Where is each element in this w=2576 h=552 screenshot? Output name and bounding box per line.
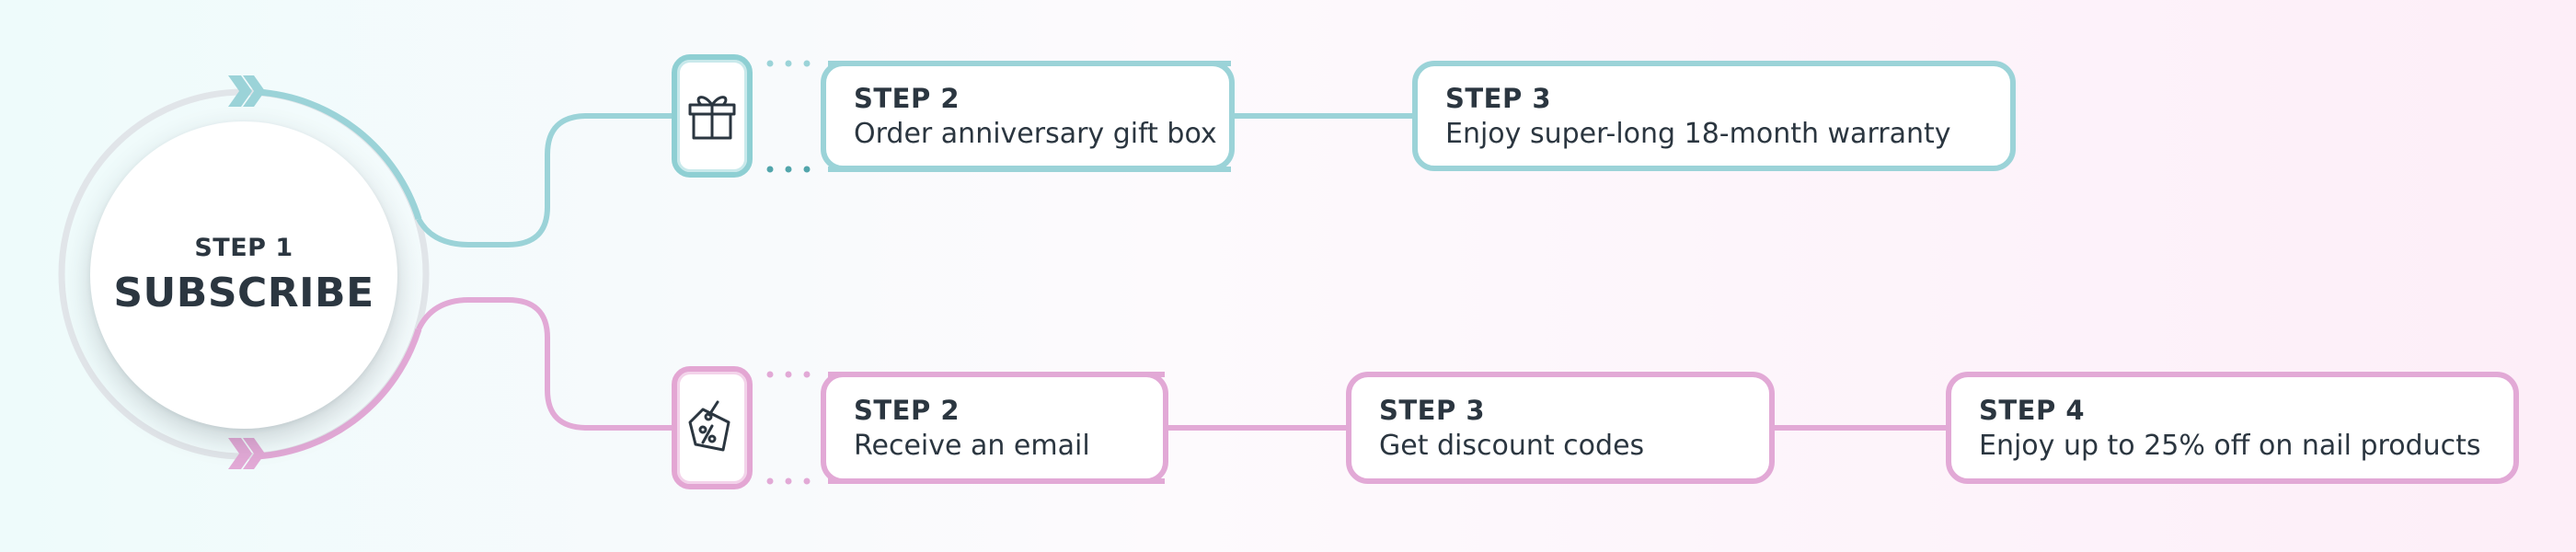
step-label: STEP 4 <box>1979 394 2086 426</box>
step-text: Enjoy up to 25% off on nail products <box>1979 429 2481 462</box>
gift-icon-tile <box>672 54 753 178</box>
step-text: Receive an email <box>854 429 1090 462</box>
pink-ring-arc <box>257 328 422 460</box>
hub-step-label: STEP 1 <box>194 234 293 262</box>
pink-connector <box>416 297 672 431</box>
pink-step-4-box: STEP 4 Enjoy up to 25% off on nail produ… <box>1946 372 2519 484</box>
pink-step-3-box: STEP 3 Get discount codes <box>1346 372 1775 484</box>
step-label: STEP 2 <box>854 394 960 426</box>
step-text: Get discount codes <box>1379 429 1645 462</box>
teal-chevron-icon <box>228 75 265 107</box>
discount-tag-icon-tile <box>672 366 753 489</box>
teal-step-2-box: STEP 2 Order anniversary gift box <box>821 61 1235 171</box>
discount-tag-icon <box>688 400 730 452</box>
pink-step-2-box: STEP 2 Receive an email <box>821 372 1168 484</box>
step-label: STEP 3 <box>1445 82 1552 114</box>
hub-circle: STEP 1 SUBSCRIBE <box>90 121 397 429</box>
teal-step-3-box: STEP 3 Enjoy super-long 18-month warrant… <box>1412 61 2016 171</box>
step-text: Order anniversary gift box <box>854 117 1217 150</box>
step-label: STEP 3 <box>1379 394 1486 426</box>
gift-icon <box>688 96 736 140</box>
teal-ring-arc <box>257 88 422 221</box>
pink-chevron-icon <box>228 438 265 469</box>
step-label: STEP 2 <box>854 82 960 114</box>
hub-title: SUBSCRIBE <box>113 270 374 316</box>
teal-connector <box>416 113 672 247</box>
step-text: Enjoy super-long 18-month warranty <box>1445 117 1951 150</box>
